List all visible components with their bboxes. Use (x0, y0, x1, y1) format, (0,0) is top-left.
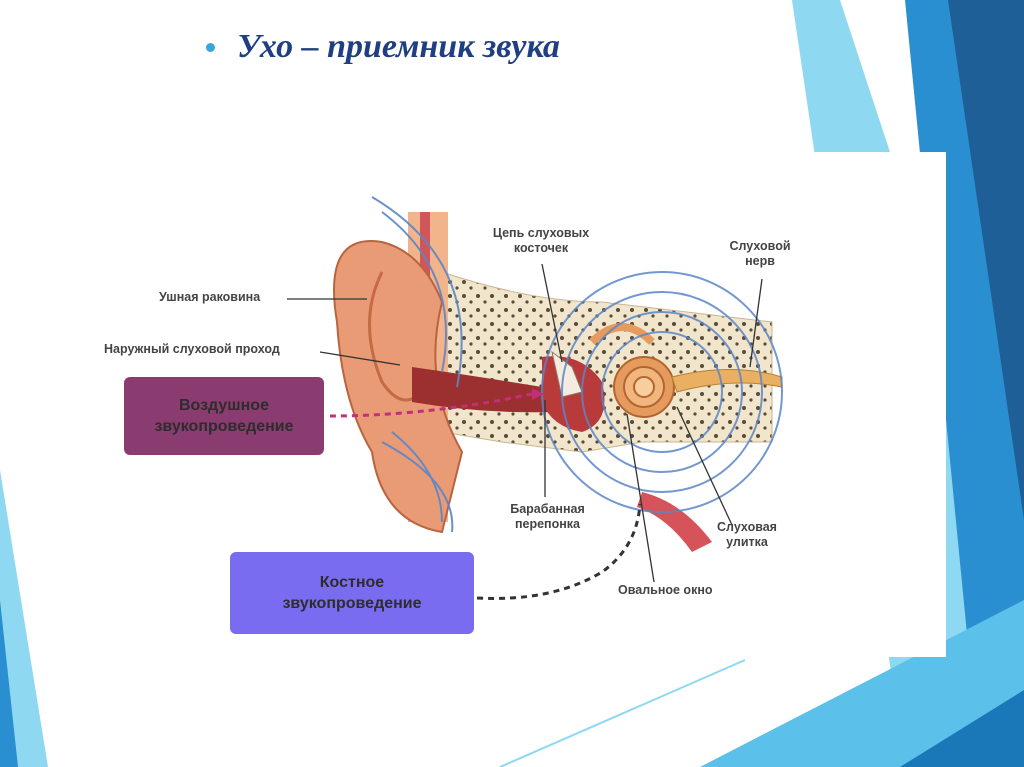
deco-thin-line (500, 660, 745, 767)
air-conduction-box: Воздушное звукопроведение (124, 377, 324, 455)
label-pinna: Ушная раковина (159, 290, 260, 305)
temporal-bone (442, 272, 772, 452)
title-row: Ухо – приемник звука (206, 22, 560, 72)
label-nerve: Слуховой нерв (710, 239, 810, 269)
label-nerve-line2: нерв (710, 254, 810, 269)
air-box-line2: звукопроведение (154, 416, 293, 437)
label-eardrum: Барабанная перепонка (500, 502, 595, 532)
bone-conduction-box: Костное звукопроведение (230, 552, 474, 634)
ear-diagram-panel: Ушная раковина Наружный слуховой проход … (82, 152, 946, 657)
label-cochlea-line2: улитка (702, 535, 792, 550)
bullet-icon (206, 43, 215, 52)
cochlea-inner (634, 377, 654, 397)
bone-box-line2: звукопроведение (282, 593, 421, 614)
label-ossicles: Цепь слуховых косточек (476, 226, 606, 256)
label-cochlea-line1: Слуховая (702, 520, 792, 535)
label-ossicles-line2: косточек (476, 241, 606, 256)
label-ear-canal: Наружный слуховой проход (104, 342, 280, 357)
label-nerve-line1: Слуховой (710, 239, 810, 254)
bone-box-line1: Костное (282, 572, 421, 593)
label-eardrum-line2: перепонка (500, 517, 595, 532)
label-oval-window: Овальное окно (618, 583, 713, 598)
label-eardrum-line1: Барабанная (500, 502, 595, 517)
air-box-line1: Воздушное (154, 395, 293, 416)
label-cochlea: Слуховая улитка (702, 520, 792, 550)
slide-title: Ухо – приемник звука (237, 28, 560, 66)
label-ossicles-line1: Цепь слуховых (476, 226, 606, 241)
